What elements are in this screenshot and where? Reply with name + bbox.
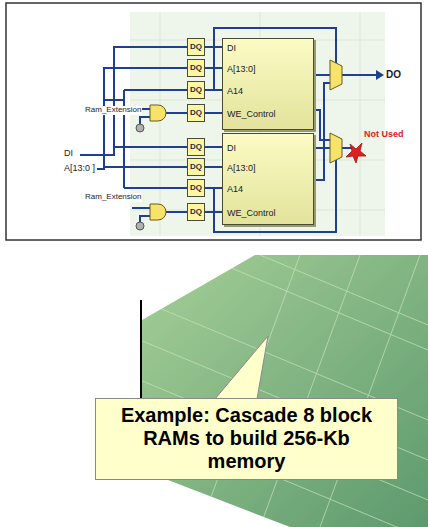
flip-flop-box: DQ [187, 59, 205, 77]
flip-flop-box: DQ [187, 138, 205, 156]
port-name: DI [227, 144, 236, 153]
bubble [136, 222, 144, 230]
callout-pointer [215, 336, 268, 399]
callout-text: Example: Cascade 8 block RAMs to build 2… [111, 404, 383, 473]
signal-name: DI [64, 149, 73, 159]
box-label: DQ [190, 143, 202, 151]
block-ram: DI A[13:0] A14WE_Control [222, 38, 314, 130]
port-name: A[13:0] [227, 65, 256, 74]
part-name: Ram_Extension [84, 106, 142, 115]
box-label: DQ [190, 109, 202, 117]
flip-flop-box: DQ [187, 81, 205, 99]
chip-texture-lines [130, 12, 385, 236]
flip-flop-box: DQ [187, 203, 205, 221]
wire [80, 28, 376, 232]
wire [205, 166, 222, 168]
flip-flop-box: DQ [187, 158, 205, 176]
panel-frame [6, 3, 421, 240]
wire [205, 67, 222, 69]
arrow-head [376, 70, 384, 80]
chip-texture [130, 12, 385, 236]
and-gate [150, 204, 166, 220]
wire [205, 112, 222, 114]
part-name: Ram_Extension [84, 193, 142, 202]
signal-name: A[13:0 ] [64, 164, 96, 174]
block-ram: DI A[13:0] A14WE_Control [222, 133, 314, 225]
box-label: DQ [190, 86, 202, 94]
port-name: DI [227, 44, 236, 53]
wire [205, 187, 222, 189]
chip-texture-lines [140, 255, 428, 527]
flip-flop-box: DQ [187, 38, 205, 56]
flip-flop-box: DQ [187, 179, 205, 197]
signal-name: DO [386, 69, 401, 80]
wire [205, 46, 222, 48]
flip-flop-box: DQ [187, 104, 205, 122]
box-label: DQ [190, 64, 202, 72]
bubble [136, 124, 144, 132]
port-name: WE_Control [227, 209, 276, 218]
port-name: A14 [227, 87, 243, 96]
box-label: DQ [190, 163, 202, 171]
wire [205, 146, 222, 148]
chip-image [142, 255, 428, 527]
port-name: A[13:0] [227, 164, 256, 173]
and-gate [150, 105, 166, 121]
mux-symbol [330, 60, 342, 90]
callout-box: Example: Cascade 8 block RAMs to build 2… [95, 398, 398, 480]
port-name: A14 [227, 185, 243, 194]
box-label: DQ [190, 43, 202, 51]
box-label: DQ [190, 184, 202, 192]
mux-symbol [330, 133, 342, 163]
port-name: WE_Control [227, 110, 276, 119]
box-label: DQ [190, 208, 202, 216]
note: Not Used [364, 130, 404, 140]
wire [205, 89, 222, 91]
not-used-mark [346, 143, 366, 163]
wire [205, 211, 222, 213]
